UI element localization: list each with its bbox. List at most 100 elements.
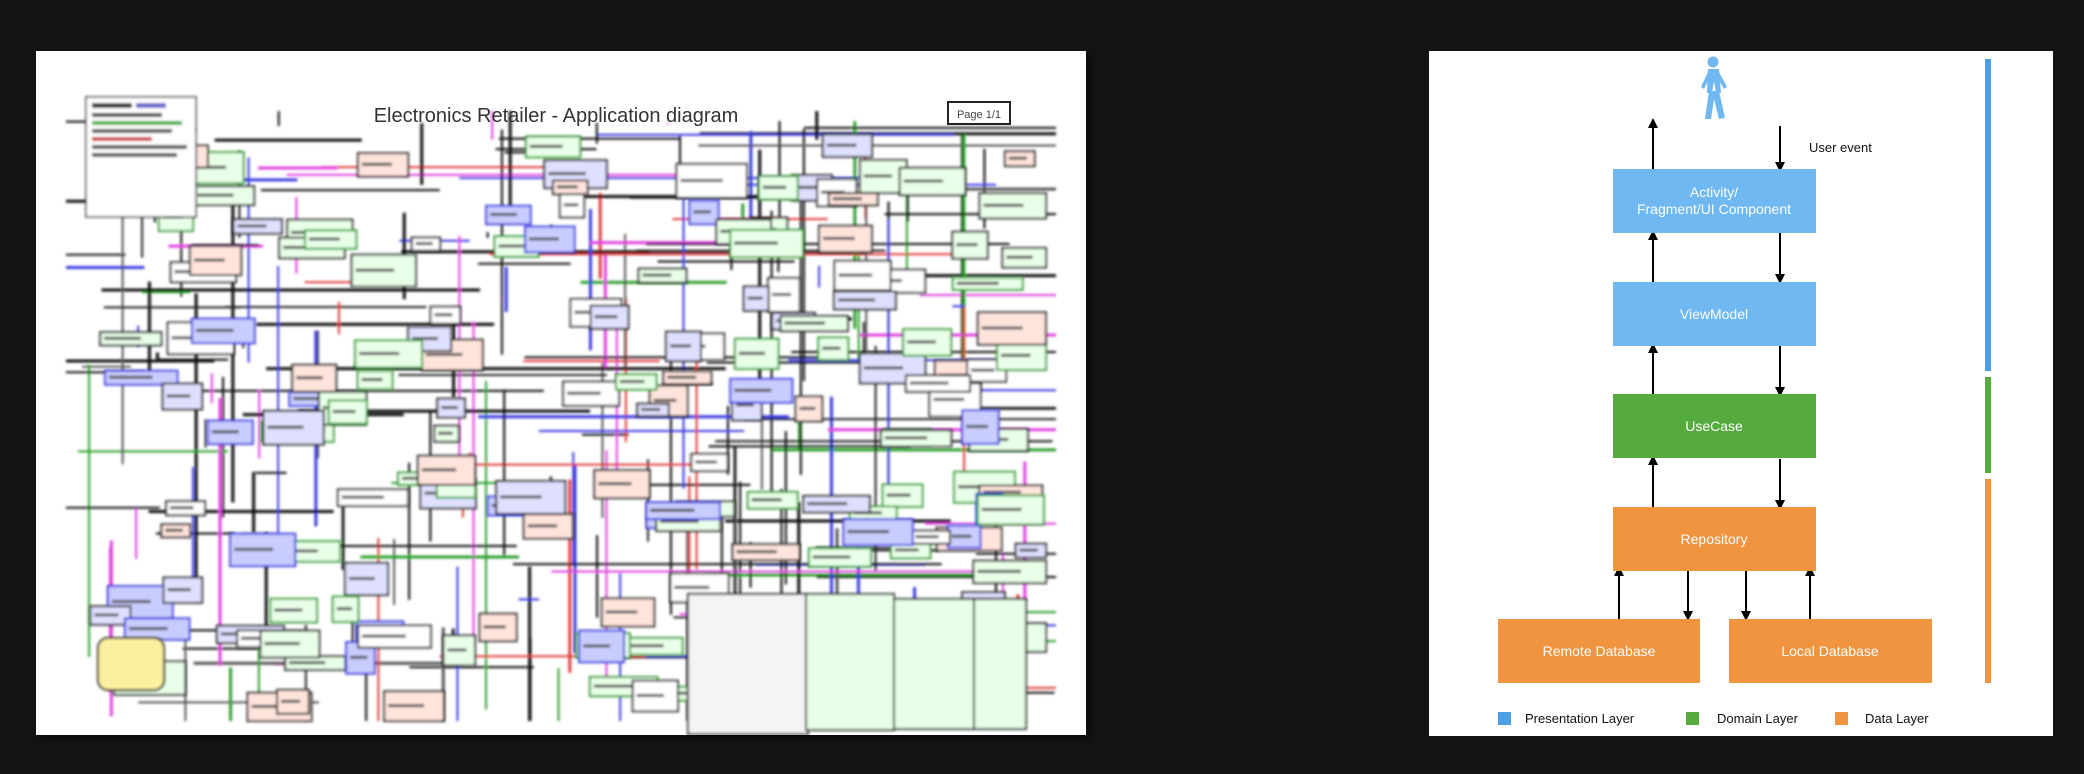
- node-text-placeholder: [799, 406, 816, 410]
- node-text-placeholder: [660, 519, 699, 523]
- node-text-placeholder: [196, 193, 234, 197]
- legend-swatch-domain: [1686, 712, 1699, 725]
- page-label-box: Page 1/1: [947, 101, 1011, 125]
- node-text-placeholder: [421, 468, 457, 472]
- node-text-placeholder: [956, 243, 978, 247]
- node-text-placeholder: [278, 549, 318, 553]
- node-text-placeholder: [958, 485, 995, 489]
- node-text-placeholder: [332, 410, 356, 414]
- node-text-placeholder: [527, 524, 558, 528]
- repository-label: Repository: [1681, 531, 1748, 547]
- node-text-placeholder: [211, 430, 239, 434]
- node-text-placeholder: [642, 273, 672, 277]
- node-text-placeholder: [362, 634, 406, 638]
- architecture-diagram-canvas: User event Activity/ Fragment/UI Compone…: [1498, 56, 1991, 726]
- node-text-placeholder: [529, 237, 559, 241]
- page-label: Page 1/1: [957, 109, 1001, 121]
- remote-database-label: Remote Database: [1543, 643, 1656, 659]
- arrows: [1614, 118, 1815, 621]
- node-text-placeholder: [94, 613, 119, 617]
- node-text-placeholder: [747, 296, 763, 300]
- node-text-placeholder: [598, 482, 632, 486]
- node-text-placeholder: [822, 346, 841, 350]
- node-text-placeholder: [956, 281, 999, 285]
- node-text-placeholder: [296, 376, 323, 380]
- node-text-placeholder: [388, 704, 425, 708]
- repository-box: Repository: [1613, 507, 1816, 571]
- node-text-placeholder: [894, 548, 919, 552]
- usecase-box: UseCase: [1613, 394, 1816, 458]
- activity-label-line1: Activity/: [1690, 184, 1738, 200]
- node-text-placeholder: [438, 431, 453, 435]
- data-layer-bar: [1985, 479, 1991, 683]
- node-text-placeholder: [170, 506, 194, 510]
- node-text-placeholder: [167, 588, 191, 592]
- node-text-placeholder: [412, 337, 438, 341]
- node-text-placeholder: [653, 398, 677, 402]
- application-diagram-panel: Electronics Retailer - Application diagr…: [36, 51, 1086, 735]
- node-text-placeholder: [1006, 255, 1033, 259]
- node-text-placeholder: [166, 394, 191, 398]
- node-text-placeholder: [195, 328, 234, 332]
- node-text-placeholder: [641, 407, 661, 411]
- node-text-placeholder: [274, 608, 303, 612]
- node-text-placeholder: [863, 366, 904, 370]
- node-text-placeholder: [915, 535, 939, 539]
- node-text-placeholder: [736, 403, 754, 407]
- node-text-placeholder: [795, 185, 820, 189]
- node-text-placeholder: [670, 344, 691, 348]
- node-text-placeholder: [498, 244, 525, 248]
- node-text-placeholder: [674, 585, 710, 589]
- node-text-placeholder: [1000, 353, 1031, 357]
- legend-swatch-presentation: [1498, 712, 1511, 725]
- node-text-placeholder: [650, 508, 695, 512]
- node-text-placeholder: [734, 388, 772, 392]
- architecture-diagram-panel: User event Activity/ Fragment/UI Compone…: [1429, 51, 2053, 736]
- node-text-placeholder: [267, 425, 304, 429]
- node-text-placeholder: [619, 380, 645, 384]
- local-database-label: Local Database: [1781, 643, 1879, 659]
- node-text-placeholder: [567, 391, 601, 395]
- node-text-placeholder: [738, 351, 766, 355]
- legend-domain-label: Domain Layer: [1717, 711, 1799, 726]
- node-text-placeholder: [909, 381, 949, 385]
- node-text-placeholder: [194, 258, 225, 262]
- node-text-placeholder: [981, 507, 1022, 511]
- node-text-placeholder: [734, 241, 778, 245]
- node-text-placeholder: [548, 172, 586, 176]
- node-text-placeholder: [628, 644, 664, 648]
- node-text-placeholder: [434, 313, 453, 317]
- node-text-placeholder: [361, 162, 393, 166]
- node-text-placeholder: [593, 684, 635, 688]
- node-text-placeholder: [355, 268, 395, 272]
- node-text-placeholder: [1008, 156, 1027, 160]
- node-text-placeholder: [350, 655, 368, 659]
- database-node: [97, 637, 165, 691]
- node-text-placeholder: [736, 550, 777, 554]
- node-text-placeholder: [483, 625, 506, 629]
- node-text-placeholder: [336, 607, 353, 611]
- node-text-placeholder: [667, 375, 697, 379]
- node-text-placeholder: [594, 315, 618, 319]
- activity-label-line2: Fragment/UI Component: [1637, 201, 1791, 217]
- node-text-placeholder: [359, 351, 400, 355]
- legend-data-label: Data Layer: [1865, 711, 1929, 726]
- node-text-placeholder: [251, 704, 290, 708]
- node-text-placeholder: [425, 352, 463, 356]
- node-text-placeholder: [983, 203, 1024, 207]
- node-text-placeholder: [308, 237, 340, 241]
- node-text-placeholder: [234, 547, 274, 551]
- node-text-placeholder: [966, 424, 989, 428]
- domain-layer-bar: [1985, 377, 1991, 473]
- node-text-placeholder: [361, 378, 383, 382]
- node-text-placeholder: [971, 368, 995, 372]
- node-text-placeholder: [500, 495, 542, 499]
- node-text-placeholder: [281, 699, 301, 703]
- node-text-placeholder: [529, 144, 563, 148]
- node-text-placeholder: [447, 648, 467, 652]
- node-text-placeholder: [812, 555, 851, 559]
- node-text-placeholder: [341, 495, 384, 499]
- node-text-placeholder: [237, 224, 267, 228]
- node-text-placeholder: [977, 569, 1021, 573]
- node-text-placeholder: [762, 185, 787, 189]
